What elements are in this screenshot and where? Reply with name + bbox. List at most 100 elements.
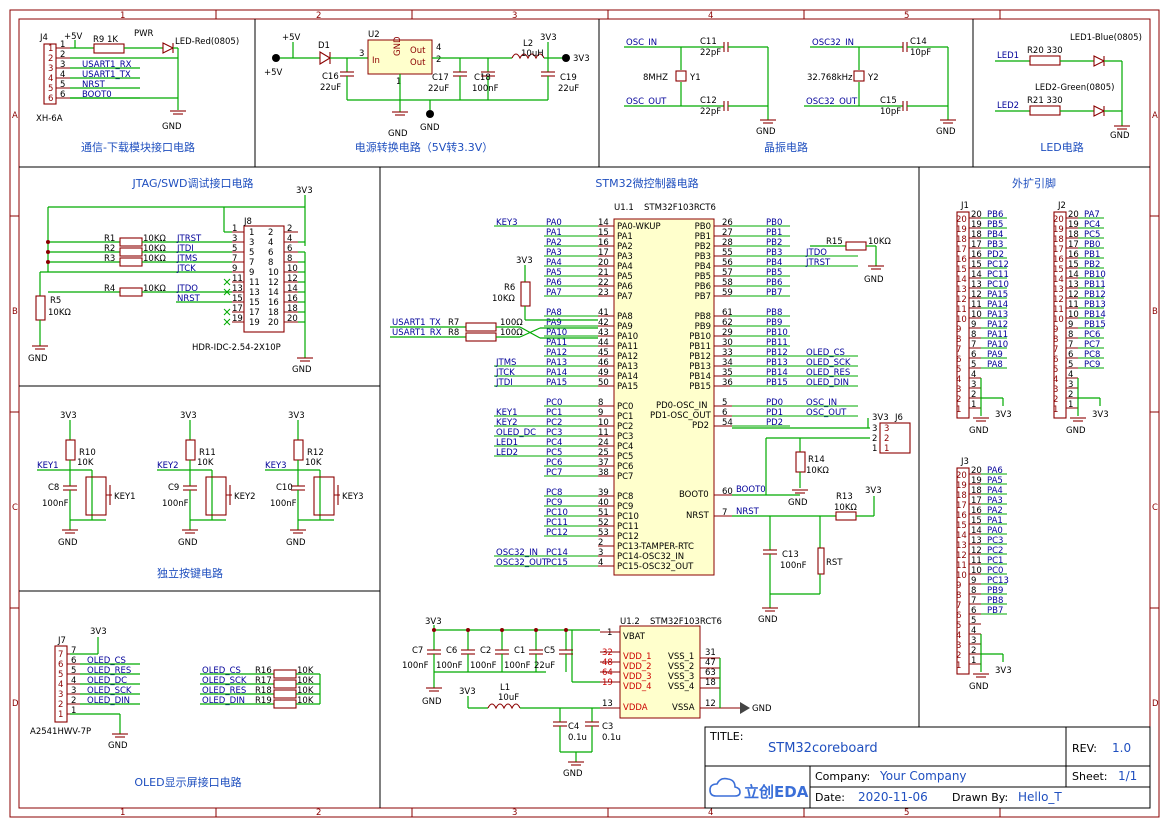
mcu-pin-num: 40 [598, 498, 609, 508]
c12-label: C12 [700, 96, 717, 106]
j8-even-pin: 2 [287, 224, 292, 234]
mcu-pin-name: PC13-TAMPER-RTC [617, 542, 694, 552]
junction [46, 250, 50, 254]
header-pin-num: 11 [971, 556, 982, 566]
r8-resistor [465, 332, 497, 342]
u2-out1: Out [410, 46, 426, 56]
mcu-pin-name: PB8 [695, 312, 711, 322]
mcu-pin-num: 8 [598, 398, 603, 408]
header-pin-num: 10 [971, 310, 982, 320]
j8-odd-pin: 9 [232, 264, 237, 274]
header-pin-inner: 13 [1053, 285, 1064, 295]
row-mark-left: C [12, 503, 18, 513]
y1-label: Y1 [689, 73, 701, 83]
mcu-pin-name: PB1 [695, 232, 711, 242]
led-section: LED1 R20 330 LED1-Blue(0805) LED2 R21 33… [995, 33, 1142, 141]
mcu-pin-name: PB7 [695, 292, 711, 302]
header-3v3: 3V3 [1092, 410, 1109, 420]
c18-label: C18 [474, 73, 491, 83]
mcu-pin-num: 27 [722, 228, 733, 238]
mcu-pin-num: 17 [598, 248, 609, 258]
vbat-num: 1 [607, 628, 612, 638]
mcu-pin-num: 61 [722, 308, 733, 318]
header-pin-inner: 19 [1053, 225, 1064, 235]
u1-1-chip [613, 218, 715, 576]
vss3-pin: VSS_3 [668, 672, 694, 682]
section-title-mcu: STM32微控制器电路 [595, 176, 698, 190]
header-label: J2 [1057, 201, 1066, 211]
power-3v3-port-label: 3V3 [573, 54, 590, 64]
j8-odd-pin: 3 [232, 234, 237, 244]
header-pin-num: 12 [1068, 290, 1079, 300]
mcu-pin-name: PC2 [617, 422, 633, 432]
j4-pin-num: 4 [60, 70, 65, 80]
j8-even-pin: 6 [287, 244, 292, 254]
header-pin-num: 3 [971, 636, 976, 646]
mcu-pin-name: PB10 [689, 332, 711, 342]
header-net: PA10 [987, 340, 1008, 350]
u2-gnd: GND [393, 36, 403, 56]
mcu-pin-num: 41 [598, 308, 609, 318]
header-pin-num: 13 [971, 536, 982, 546]
header-pin-num: 17 [971, 496, 982, 506]
header-pin-num: 14 [971, 526, 982, 536]
mcu-pin-net: PA11 [546, 338, 567, 348]
led1-net: LED1 [997, 51, 1019, 61]
mcu-pin-num: 33 [722, 348, 733, 358]
r5-value: 10KΩ [48, 308, 71, 318]
j8-even-pin: 4 [287, 234, 292, 244]
mcu-pin-name: PA13 [617, 362, 638, 372]
header-pin-num: 13 [1068, 280, 1079, 290]
mcu-pin-num: 49 [598, 368, 609, 378]
oled-resistor [273, 689, 297, 699]
r9-resistor [93, 43, 125, 54]
header-pin-num: 6 [1068, 350, 1073, 360]
key-pullup [185, 439, 196, 461]
header-pin-inner: 13 [956, 541, 967, 551]
mcu-pin-name: PC3 [617, 432, 633, 442]
j7-pin-inner: 2 [58, 700, 63, 710]
header-label: J1 [960, 201, 969, 211]
j4-5v-label: +5V [64, 32, 83, 42]
nrst-net: NRST [736, 507, 760, 517]
header-pin-num: 20 [971, 210, 982, 220]
header-pin-num: 20 [1068, 210, 1079, 220]
date-label: Date: [815, 791, 845, 804]
mcu-pin-name: PC7 [617, 472, 633, 482]
u12-label: U1.2 [620, 617, 640, 627]
mcu-pin-name: PB12 [689, 352, 711, 362]
j4-pin-num: 1 [60, 40, 65, 50]
c4-value: 0.1u [568, 733, 587, 743]
rst-gnd: GND [758, 615, 778, 625]
u1-2-chip [619, 625, 701, 719]
key-switch-icon [106, 485, 112, 505]
svg-text:GND: GND [1066, 426, 1086, 436]
mcu-pin-name: PB15 [689, 382, 711, 392]
key-cap-value: 100nF [270, 499, 297, 509]
osc-out-net: OSC_OUT [626, 97, 667, 107]
header-pin-num: 15 [1068, 260, 1079, 270]
jtag-res-label: R3 [104, 254, 115, 264]
drawn-value: Hello_T [1018, 790, 1062, 804]
vss3-num: 63 [705, 668, 716, 678]
mcu-pin-name: PA15 [617, 382, 638, 392]
j8-even-inner: 18 [268, 308, 279, 318]
mcu-pin-name: PC14-OSC32_IN [617, 552, 684, 562]
rst-label: RST [826, 558, 843, 568]
j8-odd-inner: 19 [249, 318, 260, 328]
sheet-label: Sheet: [1072, 770, 1108, 783]
vdd4-num: 19 [602, 678, 613, 688]
svg-text:GND: GND [1110, 131, 1130, 141]
mcu-pin-name: PA12 [617, 352, 638, 362]
header-pin-num: 7 [971, 596, 976, 606]
header-pin-inner: 7 [1053, 345, 1058, 355]
mcu-pin-num: 4 [598, 558, 603, 568]
j4-footprint: XH-6A [36, 114, 63, 124]
mcu-signal-net: OSC_OUT [806, 408, 847, 418]
j8-even-inner: 16 [268, 298, 279, 308]
r13-value: 10KΩ [834, 503, 857, 513]
l1-value: 10uF [498, 693, 519, 703]
header-pin-inner: 7 [956, 601, 961, 611]
j4-pin-num: 2 [60, 50, 65, 60]
